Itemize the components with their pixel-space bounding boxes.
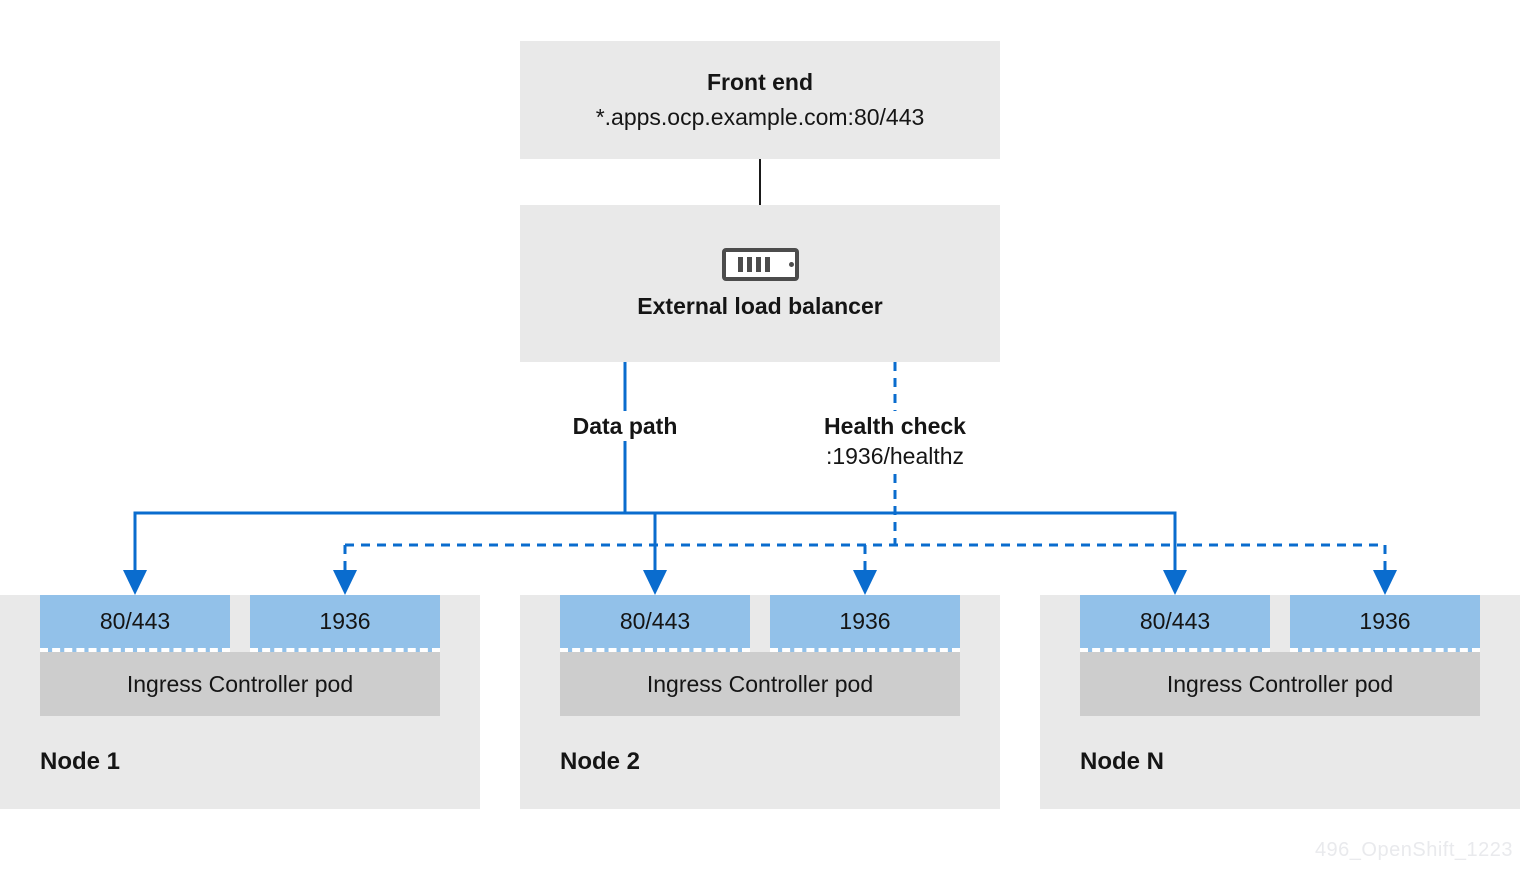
node-2-label: Node 2 (560, 748, 641, 775)
front-end-to-lb-connector (759, 159, 761, 205)
health-check-endpoint: :1936/healthz (825, 443, 965, 469)
node-2-http-port-box: 80/443 (560, 595, 750, 652)
health-check-label: Health check :1936/healthz (795, 411, 995, 471)
node-1-stats-port-box: 1936 (250, 595, 440, 652)
health-check-lines (343, 362, 1387, 573)
node-n-box: 80/443 1936 Ingress Controller pod Node … (1040, 595, 1520, 809)
data-path-label: Data path (545, 411, 705, 441)
watermark: 496_OpenShift_1223 (1314, 839, 1513, 861)
node-1-label: Node 1 (40, 748, 121, 775)
node-2-stats-port-box: 1936 (770, 595, 960, 652)
data-path-lines (133, 362, 1177, 573)
load-balancer-label: External load balancer (637, 292, 883, 319)
server-icon-dot (788, 261, 794, 267)
node-2-box: 80/443 1936 Ingress Controller pod Node … (520, 595, 1000, 809)
node-n-ingress-pod-box: Ingress Controller pod (1080, 652, 1480, 716)
front-end-address: *.apps.ocp.example.com:80/443 (595, 103, 925, 130)
load-balancer-box: External load balancer (520, 205, 1000, 362)
node-1-ingress-pod-box: Ingress Controller pod (40, 652, 440, 716)
node-n-stats-port-box: 1936 (1290, 595, 1480, 652)
node-1-box: 80/443 1936 Ingress Controller pod Node … (0, 595, 480, 809)
server-icon (721, 247, 799, 281)
node-2-ingress-pod-box: Ingress Controller pod (560, 652, 960, 716)
front-end-box: Front end *.apps.ocp.example.com:80/443 (520, 41, 1000, 159)
arrowheads (123, 570, 1397, 595)
front-end-title: Front end (706, 69, 814, 96)
node-n-label: Node N (1080, 748, 1164, 775)
health-check-title: Health check (824, 413, 966, 439)
node-n-http-port-box: 80/443 (1080, 595, 1270, 652)
server-icon-bars (737, 256, 770, 272)
node-1-http-port-box: 80/443 (40, 595, 230, 652)
